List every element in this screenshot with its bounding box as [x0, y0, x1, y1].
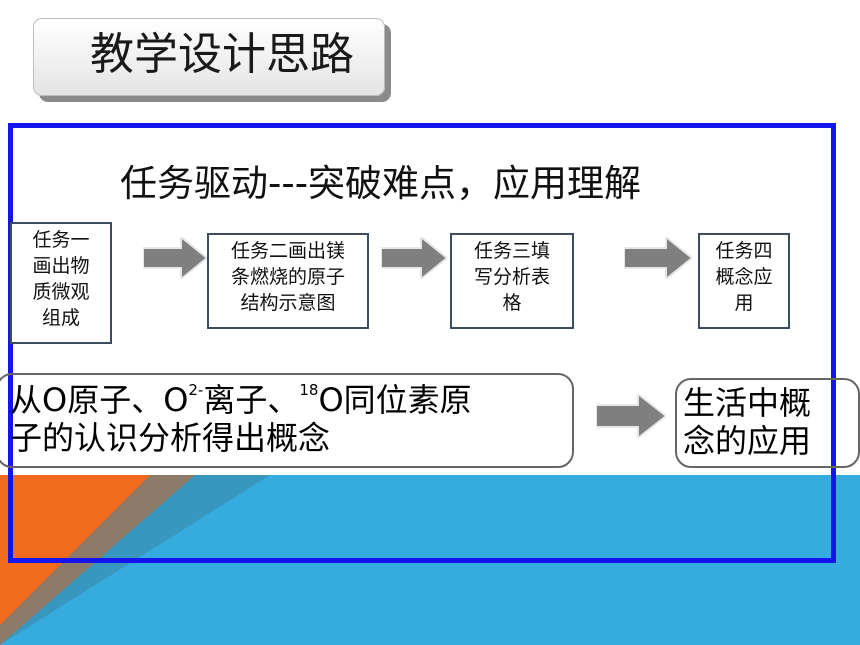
- task-4-line-1: 任务四: [715, 240, 773, 262]
- task-3-line-3: 格: [502, 292, 522, 314]
- right-arrow-icon: [381, 237, 447, 279]
- task-3-line-2: 写分析表: [473, 266, 550, 288]
- right-arrow-icon: [143, 237, 207, 279]
- task-box-4: 任务四 概念应 用: [698, 233, 790, 329]
- right-arrow-icon: [624, 237, 692, 279]
- concept-text-part-3: O同位素原: [318, 381, 472, 419]
- task-2-line-3: 结构示意图: [240, 292, 336, 314]
- headline: 任务驱动---突破难点，应用理解: [120, 162, 642, 205]
- page-title: 教学设计思路: [90, 29, 354, 80]
- task-box-2: 任务二画出镁 条燃烧的原子 结构示意图: [207, 233, 369, 329]
- charge-superscript: 2-: [188, 381, 204, 399]
- concept-line-1: 从O原子、O2-离子、18O同位素原: [10, 381, 572, 419]
- concept-line-2: 子的认识分析得出概念: [10, 419, 331, 457]
- task-1-line-4: 组成: [41, 307, 80, 329]
- task-2-line-1: 任务二画出镁: [230, 240, 345, 262]
- application-box: 生活中概 念的应用: [675, 378, 860, 468]
- concept-text-part-1: 从O原子、O: [10, 381, 189, 419]
- task-4-line-2: 概念应: [715, 266, 773, 288]
- application-line-2: 念的应用: [683, 422, 812, 460]
- mass-number-superscript: 18: [299, 381, 319, 399]
- application-line-1: 生活中概: [683, 384, 812, 422]
- task-box-1: 任务一 画出物 质微观 组成: [10, 222, 112, 344]
- concept-text-part-2: 离子、: [203, 381, 300, 419]
- task-3-line-1: 任务三填: [473, 240, 550, 262]
- concept-box: 从O原子、O2-离子、18O同位素原 子的认识分析得出概念: [0, 373, 574, 468]
- task-2-line-2: 条燃烧的原子: [230, 266, 345, 288]
- right-arrow-icon: [596, 394, 666, 438]
- task-4-line-3: 用: [734, 292, 754, 314]
- task-box-3: 任务三填 写分析表 格: [450, 233, 574, 329]
- task-1-line-3: 质微观: [32, 281, 90, 303]
- task-1-line-1: 任务一: [32, 229, 90, 251]
- title-box: [33, 18, 385, 96]
- task-1-line-2: 画出物: [32, 255, 90, 277]
